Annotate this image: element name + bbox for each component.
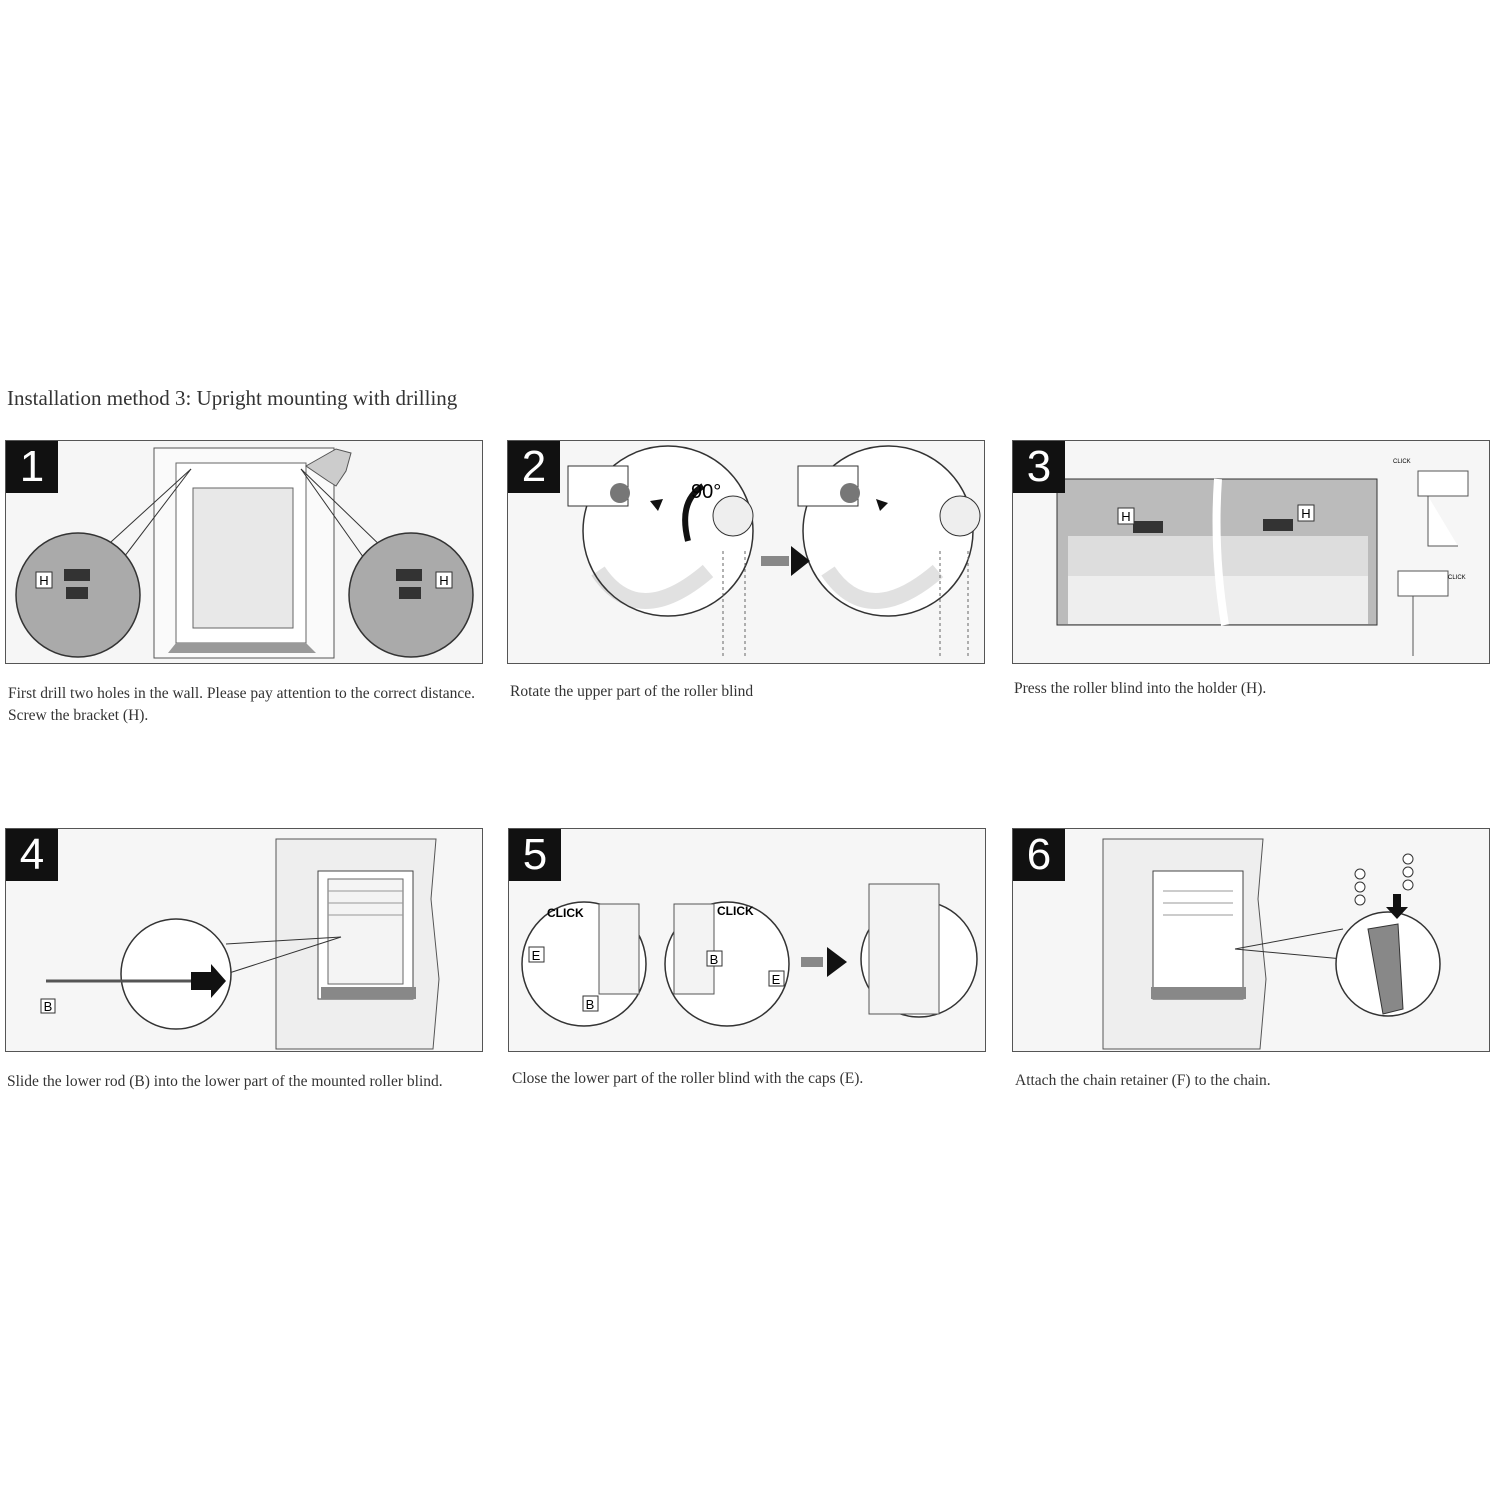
click-label: CLICK	[1448, 575, 1466, 581]
lower-rod-illustration: B	[40, 838, 440, 1050]
caps-illustration: CLICK CLICK E B B E	[521, 883, 978, 1027]
click-label: CLICK	[547, 906, 584, 920]
step-4-caption: Slide the lower rod (B) into the lower p…	[7, 1073, 443, 1090]
step-number: 3	[1013, 441, 1065, 493]
rod-label: B	[586, 997, 595, 1012]
step-6-caption: Attach the chain retainer (F) to the cha…	[1015, 1072, 1271, 1089]
step-5-caption: Close the lower part of the roller blind…	[512, 1070, 864, 1087]
step-2-panel: 2 90°	[507, 440, 985, 664]
rotation-angle-label: 90°	[691, 481, 721, 503]
step-number: 6	[1013, 829, 1065, 881]
step-number: 2	[508, 441, 560, 493]
click-label: CLICK	[1393, 459, 1411, 465]
step-6-panel: 6	[1012, 828, 1490, 1052]
page-title: Installation method 3: Upright mounting …	[7, 386, 458, 410]
arrow-right-icon	[791, 546, 810, 576]
rotate-roller-illustration: 90°	[567, 445, 981, 656]
cap-label: E	[772, 972, 781, 987]
step-number: 4	[6, 829, 58, 881]
step-number: 5	[509, 829, 561, 881]
step-3-caption: Press the roller blind into the holder (…	[1014, 680, 1267, 697]
step-3-panel: 3 H H CLICK CLICK	[1012, 440, 1490, 664]
step-4-panel: 4 B	[5, 828, 483, 1052]
holder-photo-illustration: H H CLICK CLICK	[1056, 459, 1469, 656]
bracket-label: H	[439, 573, 448, 588]
window-drilling-illustration: H H	[15, 447, 474, 659]
step-1-caption: First drill two holes in the wall. Pleas…	[8, 685, 476, 724]
step-2-caption: Rotate the upper part of the roller blin…	[510, 683, 754, 700]
chain-retainer-illustration	[1102, 838, 1441, 1050]
rod-label: B	[44, 999, 53, 1014]
arrow-right-icon	[827, 947, 847, 977]
drill-icon	[305, 448, 352, 487]
cap-label: E	[532, 948, 541, 963]
step-5-panel: 5 CLICK CLICK E B B E	[508, 828, 986, 1052]
holder-label: H	[1301, 506, 1310, 521]
bracket-label: H	[39, 573, 48, 588]
holder-label: H	[1121, 509, 1130, 524]
step-number: 1	[6, 441, 58, 493]
rod-label: B	[710, 952, 719, 967]
step-1-panel: 1 H H	[5, 440, 483, 664]
click-label: CLICK	[717, 904, 754, 918]
